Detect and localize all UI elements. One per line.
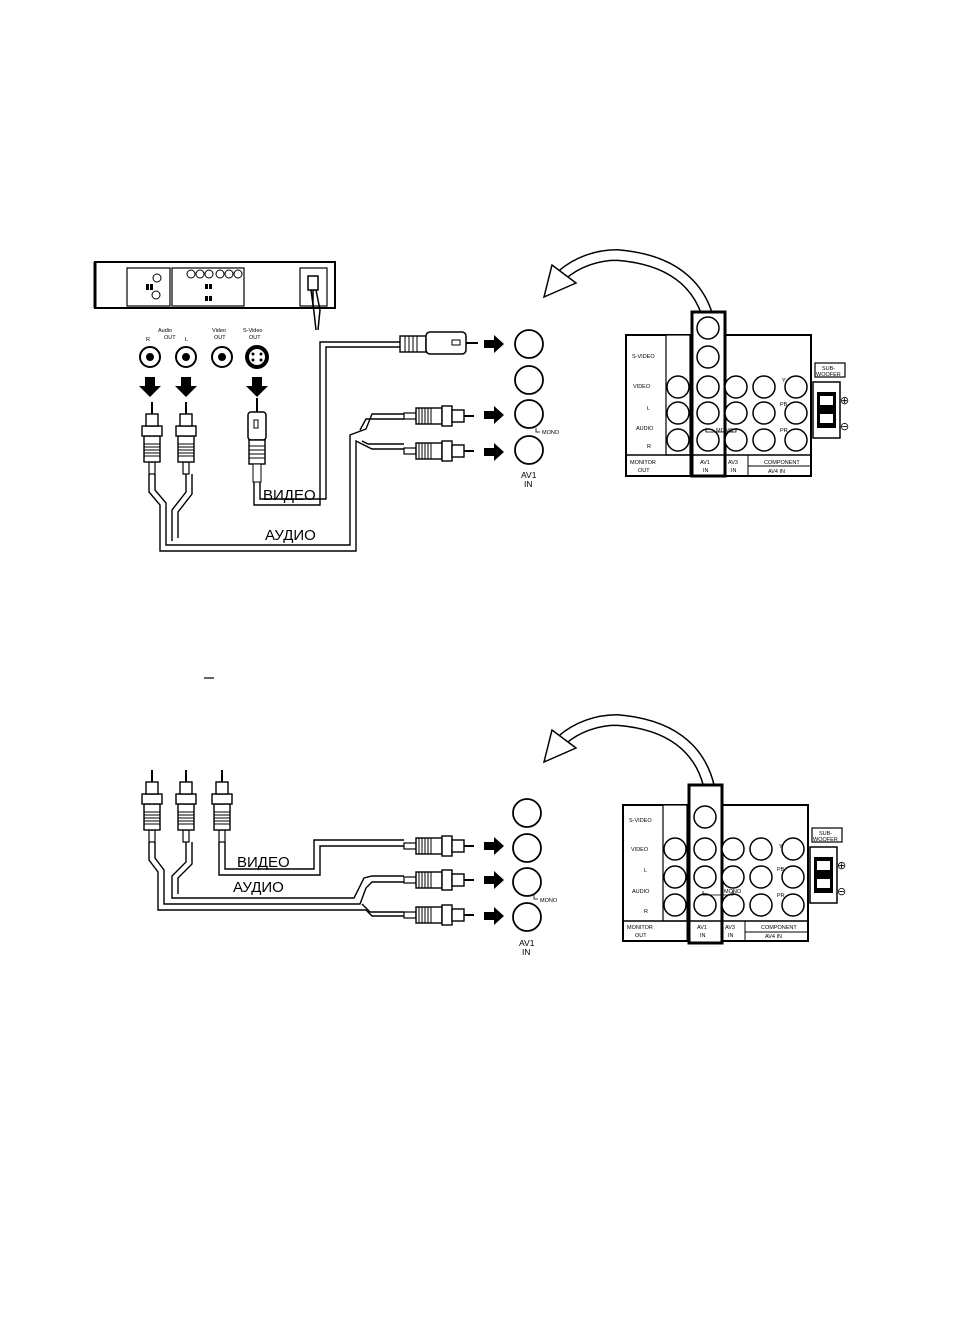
svideo-plug-horizontal bbox=[400, 332, 478, 354]
panel-av3-top: AV3 bbox=[728, 460, 738, 466]
mono-label-2: MONO bbox=[540, 898, 558, 904]
rca-plug-right bbox=[404, 870, 474, 890]
rca-plug-right bbox=[404, 406, 474, 426]
av1-input-jacks-2 bbox=[513, 799, 541, 931]
panel-av1-bottom: IN bbox=[703, 468, 709, 474]
panel-av4-in-label-2: AV4 IN bbox=[765, 934, 782, 940]
panel-monitor-out-top-2: MONITOR bbox=[627, 925, 653, 931]
panel-y-label: Y bbox=[782, 378, 786, 384]
panel-pr-label-2: PR bbox=[777, 893, 785, 899]
av1-label-bottom-2: IN bbox=[522, 947, 531, 957]
panel-r-label: R bbox=[647, 444, 651, 450]
audio-l-label: L bbox=[185, 337, 188, 343]
video-out-bottom-label: OUT bbox=[214, 335, 226, 341]
minus-icon: ⊖ bbox=[840, 421, 849, 433]
audio-out-bottom-label: OUT bbox=[164, 335, 176, 341]
panel-r-label-2: R bbox=[644, 909, 648, 915]
av1-input-jacks bbox=[515, 330, 543, 464]
subwoofer-bottom-label: WOOFER bbox=[816, 372, 841, 378]
rca-plug-right bbox=[404, 905, 474, 925]
plus-icon: ⊕ bbox=[840, 395, 849, 407]
arrow-down-icon bbox=[175, 377, 197, 397]
rca-plug-up bbox=[212, 770, 232, 842]
panel-pr-label: PR bbox=[780, 428, 788, 434]
video-out-top-label: Video bbox=[212, 328, 226, 334]
panel-mono-label-2: MONO bbox=[724, 889, 742, 895]
arrow-right-icon bbox=[484, 837, 504, 855]
panel-component-label-2: COMPONENT bbox=[761, 925, 797, 931]
panel-video-label: VIDEO bbox=[633, 384, 651, 390]
rca-plug-up bbox=[142, 770, 162, 842]
panel-monitor-out-bottom-2: OUT bbox=[635, 933, 647, 939]
audio-out-top-label: Audio bbox=[158, 328, 172, 334]
subwoofer-bottom-label-2: WOOFER bbox=[813, 837, 838, 843]
tv-panel-1 bbox=[626, 312, 811, 476]
panel-mono-label: MONO bbox=[716, 428, 734, 434]
svideo-out-top-label: S-Video bbox=[243, 328, 262, 334]
cable-audio-label: АУДИО bbox=[265, 527, 316, 544]
rca-plug-right bbox=[404, 441, 474, 461]
arrow-down-icon bbox=[246, 377, 268, 397]
arrow-right-icon bbox=[484, 406, 504, 424]
panel-l-label: L bbox=[647, 406, 650, 412]
diagram-2: ВИДЕО АУДИО MONO AV1 IN bbox=[142, 720, 846, 957]
arrow-right-icon bbox=[484, 907, 504, 925]
svideo-out-bottom-label: OUT bbox=[249, 335, 261, 341]
panel-monitor-out-bottom: OUT bbox=[638, 468, 650, 474]
audio-r-label: R bbox=[146, 337, 150, 343]
cable-video-label: ВИДЕО bbox=[263, 487, 316, 504]
svideo-plug bbox=[248, 398, 266, 482]
rca-plug-audio-l bbox=[176, 402, 196, 474]
arrow-right-icon bbox=[484, 443, 504, 461]
panel-y-label-2: Y bbox=[779, 844, 783, 850]
rca-plug-right bbox=[404, 836, 474, 856]
rca-plug-audio-r bbox=[142, 402, 162, 474]
panel-av1-top: AV1 bbox=[700, 460, 710, 466]
panel-av3-top-2: AV3 bbox=[725, 925, 735, 931]
plus-icon: ⊕ bbox=[837, 860, 846, 872]
vcr-svideo-jack bbox=[245, 345, 269, 369]
arrow-right-icon bbox=[484, 335, 504, 353]
vcr-audio-r-jack bbox=[140, 347, 160, 367]
panel-component-label: COMPONENT bbox=[764, 460, 800, 466]
panel-av3-bottom: IN bbox=[731, 468, 737, 474]
panel-av1-top-2: AV1 bbox=[697, 925, 707, 931]
panel-pb-label: PB bbox=[780, 402, 788, 408]
minus-icon: ⊖ bbox=[837, 886, 846, 898]
panel-svideo-label-2: S-VIDEO bbox=[629, 818, 652, 824]
cable-video-label-2: ВИДЕО bbox=[237, 854, 290, 871]
tv-panel-2 bbox=[623, 785, 808, 943]
rca-plug-up bbox=[176, 770, 196, 842]
cable-audio-label-2: АУДИО bbox=[233, 879, 284, 896]
cable-lines-2 bbox=[149, 840, 404, 916]
panel-av4-in-label: AV4 IN bbox=[768, 469, 785, 475]
panel-monitor-out-top: MONITOR bbox=[630, 460, 656, 466]
vcr-audio-l-jack bbox=[176, 347, 196, 367]
diagram-1: Audio OUT R L Video OUT S-Video OUT bbox=[95, 255, 849, 551]
vcr-video-jack bbox=[212, 347, 232, 367]
panel-audio-label-2: AUDIO bbox=[632, 889, 650, 895]
panel-l-label-2: L bbox=[644, 868, 647, 874]
panel-svideo-label: S-VIDEO bbox=[632, 354, 655, 360]
vcr-rear-panel bbox=[95, 262, 335, 330]
mono-label: MONO bbox=[542, 430, 560, 436]
arrow-down-icon bbox=[139, 377, 161, 397]
av1-label-bottom: IN bbox=[524, 479, 533, 489]
panel-av3-bottom-2: IN bbox=[728, 933, 734, 939]
panel-video-label-2: VIDEO bbox=[631, 847, 649, 853]
arrow-right-icon bbox=[484, 871, 504, 889]
panel-audio-label: AUDIO bbox=[636, 426, 654, 432]
panel-pb-label-2: PB bbox=[777, 867, 785, 873]
panel-av1-bottom-2: IN bbox=[700, 933, 706, 939]
